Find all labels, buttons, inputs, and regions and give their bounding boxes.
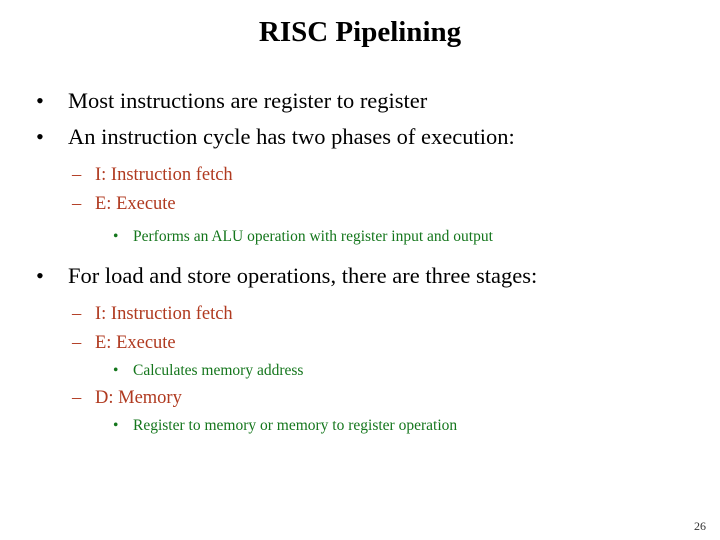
list-item: • Register to memory or memory to regist… <box>0 415 720 437</box>
bullet-dot-icon: • <box>113 362 119 379</box>
page-number: 26 <box>694 519 706 533</box>
bullet-dot-icon: • <box>113 228 119 245</box>
spacer <box>0 217 720 226</box>
list-item-label: An instruction cycle has two phases of e… <box>68 124 515 149</box>
bullet-dash-icon: – <box>72 165 82 185</box>
list-item-label: E: Execute <box>95 333 176 353</box>
list-item: – I: Instruction fetch <box>0 163 720 188</box>
slide-body: • Most instructions are register to regi… <box>0 86 720 437</box>
list-item: – E: Execute <box>0 331 720 356</box>
list-item: • Calculates memory address <box>0 360 720 382</box>
list-item-label: I: Instruction fetch <box>95 304 233 324</box>
bullet-dash-icon: – <box>72 194 82 214</box>
list-item-label: Most instructions are register to regist… <box>68 88 428 113</box>
spacer <box>0 293 720 302</box>
bullet-dot-icon: • <box>36 88 44 113</box>
spacer <box>0 248 720 261</box>
list-item: • For load and store operations, there a… <box>0 261 720 291</box>
list-item: • An instruction cycle has two phases of… <box>0 122 720 152</box>
bullet-dot-icon: • <box>36 263 44 288</box>
list-item: • Performs an ALU operation with registe… <box>0 226 720 248</box>
bullet-dash-icon: – <box>72 304 82 324</box>
list-item-label: Calculates memory address <box>133 362 304 379</box>
spacer <box>0 154 720 163</box>
list-item-label: E: Execute <box>95 194 176 214</box>
list-item-label: Register to memory or memory to register… <box>133 417 458 434</box>
list-item: • Most instructions are register to regi… <box>0 86 720 116</box>
bullet-dash-icon: – <box>72 333 82 353</box>
bullet-dot-icon: • <box>113 417 119 434</box>
list-item: – I: Instruction fetch <box>0 302 720 327</box>
list-item-label: Performs an ALU operation with register … <box>133 228 493 245</box>
bullet-dash-icon: – <box>72 388 82 408</box>
list-item: – E: Execute <box>0 192 720 217</box>
bullet-dot-icon: • <box>36 124 44 149</box>
list-item-label: I: Instruction fetch <box>95 165 233 185</box>
list-item-label: For load and store operations, there are… <box>68 263 538 288</box>
page-title: RISC Pipelining <box>258 16 462 48</box>
list-item: – D: Memory <box>0 386 720 411</box>
list-item-label: D: Memory <box>95 388 182 408</box>
